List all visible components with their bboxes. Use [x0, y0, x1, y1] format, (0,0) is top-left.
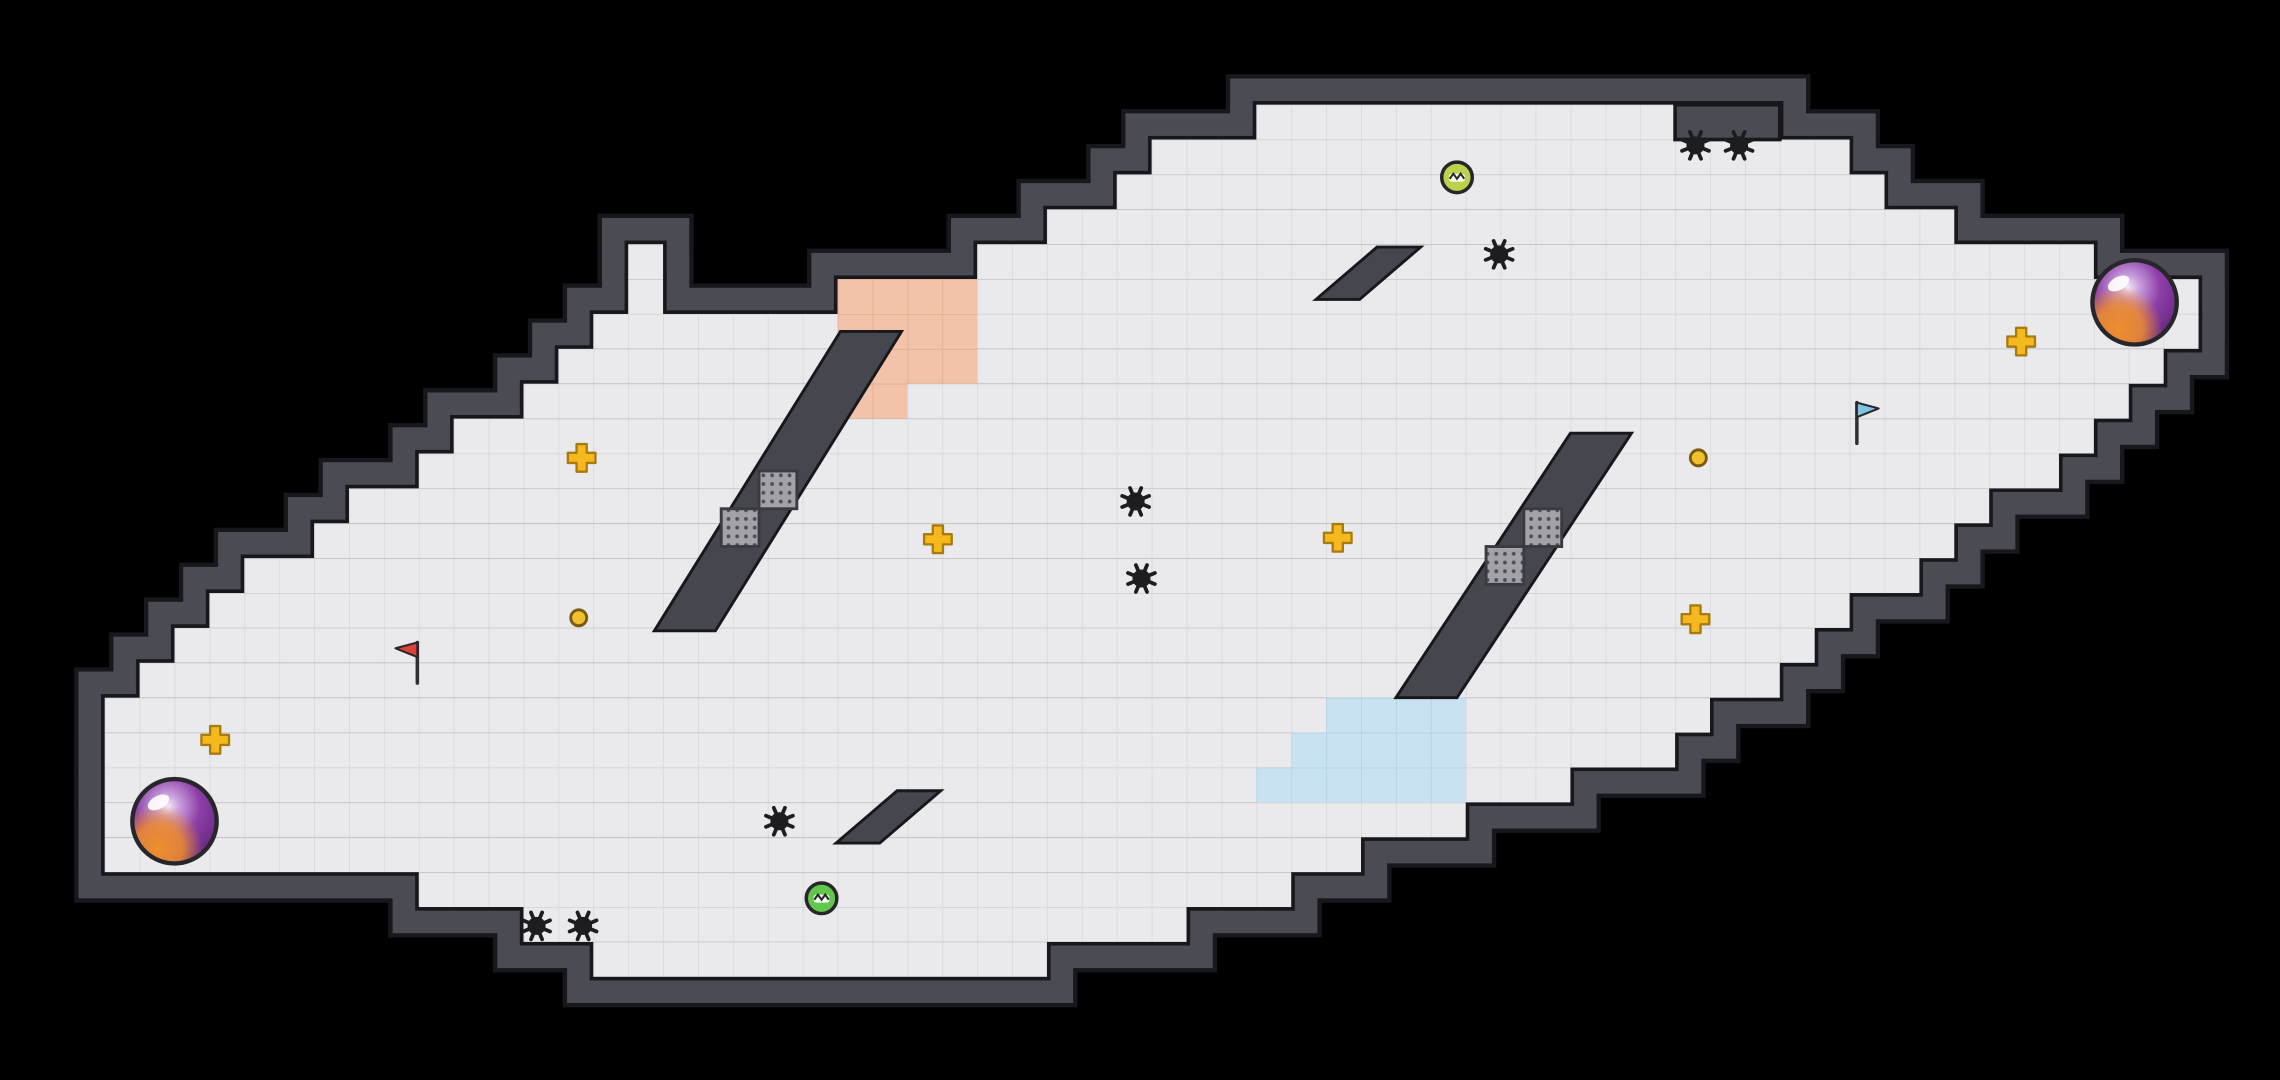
exit-orb [2090, 258, 2179, 347]
enemy-green-icon [804, 881, 839, 916]
gold-pickup-icon [2006, 326, 2037, 357]
gold-pickup-icon [1322, 522, 1353, 553]
blue-tile-row [1326, 697, 1466, 733]
gold-pickup-icon [566, 442, 597, 473]
crumble-block [757, 469, 799, 511]
gold-pickup-icon [1680, 604, 1711, 635]
mine-icon [1120, 486, 1151, 517]
mine-icon [567, 910, 599, 942]
crumble-block [719, 507, 761, 548]
slanted-platform [1312, 245, 1425, 301]
mine-icon [1680, 130, 1711, 161]
gold-pickup-icon [922, 524, 953, 555]
mine-icon [521, 910, 552, 942]
flag-blue-icon [1855, 400, 1880, 446]
mine-icon [1126, 563, 1157, 594]
pink-tile-row [837, 279, 978, 314]
floor-layer [104, 104, 2199, 977]
mine-icon [1483, 239, 1515, 270]
coin-icon [1688, 448, 1708, 468]
coin-icon [569, 608, 589, 628]
crumble-block [1522, 507, 1564, 548]
gold-pickup-icon [200, 724, 231, 755]
slanted-platform [832, 789, 945, 845]
mine-icon [1723, 130, 1755, 161]
mine-icon [764, 805, 795, 837]
flag-red-icon [394, 640, 420, 685]
blue-tile-row [1291, 732, 1466, 768]
enemy-green-icon [1439, 160, 1475, 195]
exit-orb [130, 776, 219, 866]
crumble-block [1484, 545, 1526, 586]
blue-tile-row [1256, 767, 1466, 803]
